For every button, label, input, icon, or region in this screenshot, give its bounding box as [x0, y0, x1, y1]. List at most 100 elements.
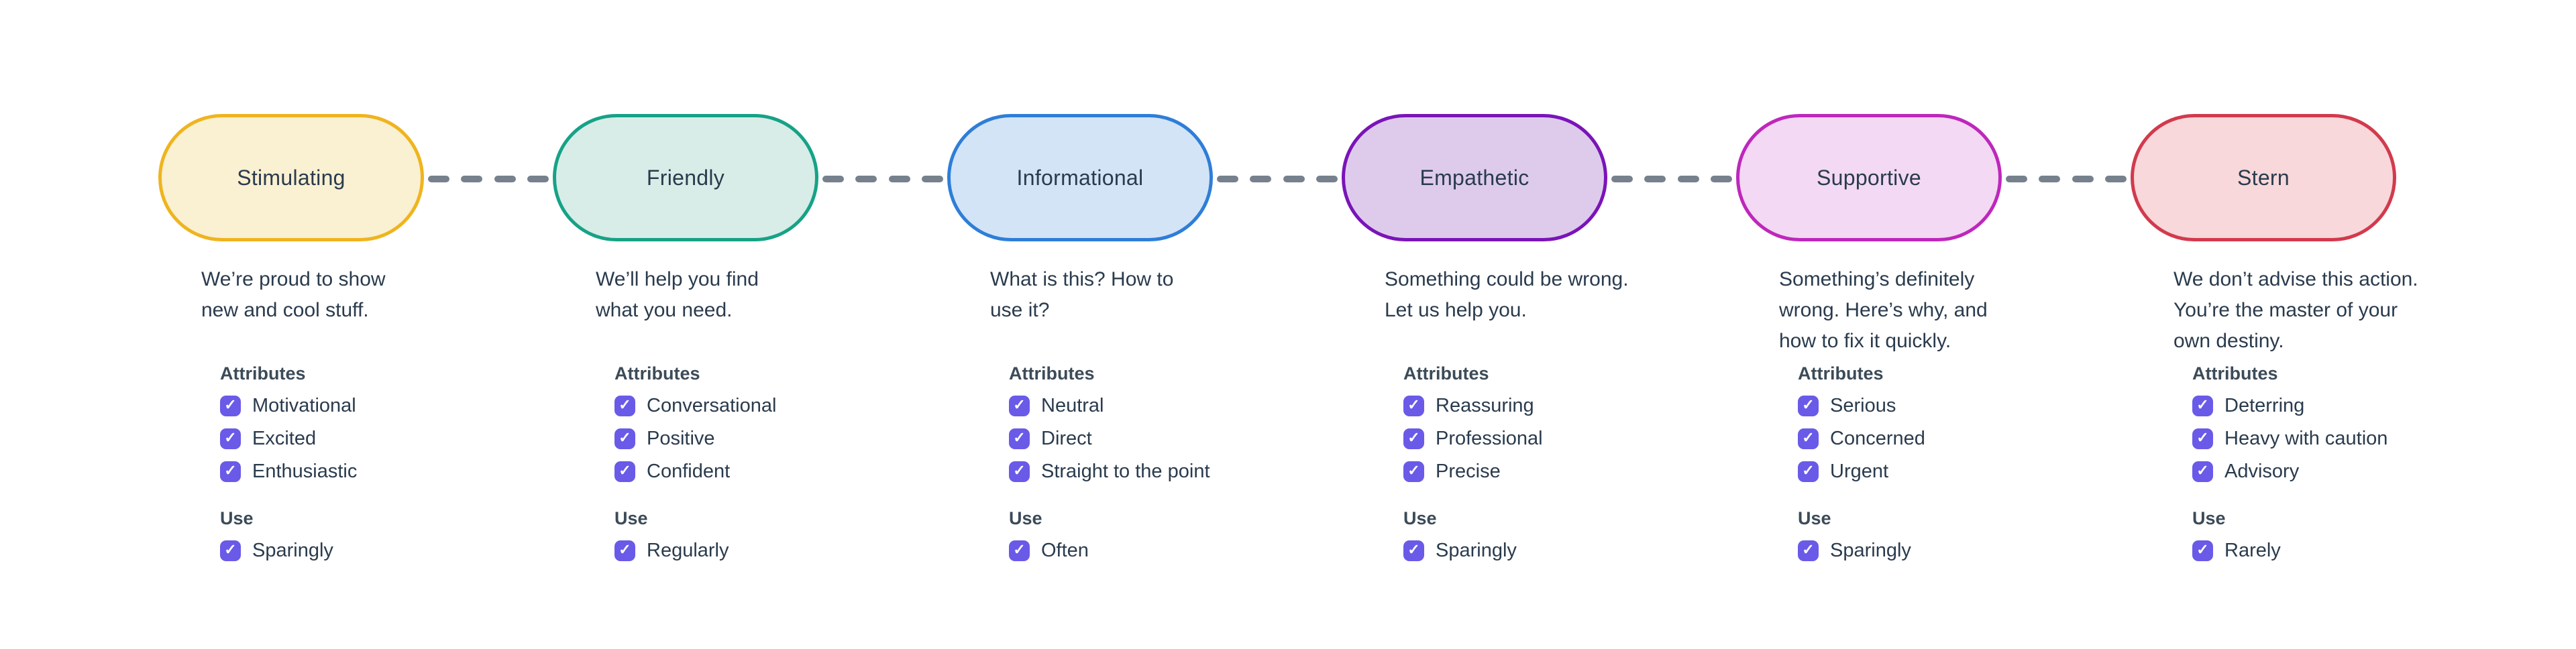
- connector-dashed-line: [1611, 176, 1732, 182]
- attribute-row: ✓ Direct: [1009, 427, 1277, 450]
- attribute-label: Serious: [1830, 394, 1896, 416]
- attribute-label: Urgent: [1830, 460, 1889, 482]
- checkbox-checked[interactable]: ✓: [220, 395, 241, 416]
- checkmark-icon: ✓: [224, 541, 237, 558]
- checkbox-checked[interactable]: ✓: [614, 540, 635, 561]
- connector-dashed-line: [1217, 176, 1338, 182]
- checkmark-icon: ✓: [1802, 541, 1815, 558]
- use-label: Sparingly: [252, 539, 333, 561]
- checkbox-checked[interactable]: ✓: [220, 540, 241, 561]
- attribute-row: ✓ Neutral: [1009, 394, 1277, 417]
- tone-node-empathetic[interactable]: Empathetic: [1342, 114, 1607, 241]
- attribute-row: ✓ Professional: [1403, 427, 1672, 450]
- use-label: Regularly: [647, 539, 729, 561]
- checkbox-checked[interactable]: ✓: [1798, 395, 1819, 416]
- checkbox-checked[interactable]: ✓: [2192, 428, 2213, 449]
- tone-description: We’ll help you find what you need.: [596, 268, 759, 321]
- tone-description: Something’s definitely wrong. Here’s why…: [1779, 268, 1988, 352]
- tone-column-informational: Informational What is this? How to use i…: [883, 0, 1277, 649]
- use-heading: Use: [2192, 508, 2226, 528]
- dash: [2104, 176, 2127, 182]
- checkmark-icon: ✓: [1013, 429, 1026, 446]
- checkbox-checked[interactable]: ✓: [1403, 540, 1424, 561]
- attributes-heading: Attributes: [1403, 363, 1489, 384]
- attributes-heading: Attributes: [1798, 363, 1884, 384]
- checkmark-icon: ✓: [2196, 396, 2209, 413]
- tone-description: We’re proud to show new and cool stuff.: [201, 268, 386, 321]
- attribute-row: ✓ Deterring: [2192, 394, 2461, 417]
- attribute-label: Professional: [1436, 427, 1543, 449]
- attribute-row: ✓ Heavy with caution: [2192, 427, 2461, 450]
- attribute-row: ✓ Positive: [614, 427, 883, 450]
- checkbox-checked[interactable]: ✓: [220, 461, 241, 482]
- checkbox-checked[interactable]: ✓: [1009, 461, 1030, 482]
- tone-node-label: Supportive: [1817, 165, 1921, 190]
- tone-node-label: Friendly: [646, 165, 725, 190]
- dash: [1677, 176, 1699, 182]
- dash: [1250, 176, 1272, 182]
- attributes-heading: Attributes: [1009, 363, 1095, 384]
- connector-dashed-line: [822, 176, 943, 182]
- tone-column-stern: Stern We don’t advise this action. You’r…: [2066, 0, 2461, 649]
- attribute-row: ✓ Straight to the point: [1009, 460, 1277, 483]
- checkbox-checked[interactable]: ✓: [2192, 461, 2213, 482]
- dash: [1710, 176, 1732, 182]
- checkbox-checked[interactable]: ✓: [1403, 461, 1424, 482]
- use-heading: Use: [1009, 508, 1042, 528]
- use-heading: Use: [614, 508, 648, 528]
- use-row: ✓ Regularly: [614, 539, 883, 562]
- attribute-row: ✓ Advisory: [2192, 460, 2461, 483]
- checkmark-icon: ✓: [1407, 396, 1420, 413]
- attributes-heading: Attributes: [220, 363, 306, 384]
- checkbox-checked[interactable]: ✓: [2192, 395, 2213, 416]
- checkbox-checked[interactable]: ✓: [1798, 428, 1819, 449]
- tone-node-informational[interactable]: Informational: [947, 114, 1213, 241]
- attribute-row: ✓ Concerned: [1798, 427, 2066, 450]
- use-label: Sparingly: [1436, 539, 1517, 561]
- dash: [2072, 176, 2094, 182]
- use-heading: Use: [1403, 508, 1437, 528]
- dash: [527, 176, 549, 182]
- checkbox-checked[interactable]: ✓: [1798, 540, 1819, 561]
- checkbox-checked[interactable]: ✓: [614, 461, 635, 482]
- use-row: ✓ Sparingly: [1403, 539, 1672, 562]
- checkbox-checked[interactable]: ✓: [1798, 461, 1819, 482]
- tone-node-stern[interactable]: Stern: [2131, 114, 2396, 241]
- tone-details: Attributes ✓ Conversational ✓ Positive ✓…: [614, 363, 883, 562]
- attribute-label: Precise: [1436, 460, 1501, 482]
- tone-node-label: Stern: [2237, 165, 2290, 190]
- checkbox-checked[interactable]: ✓: [614, 395, 635, 416]
- attribute-label: Excited: [252, 427, 317, 449]
- checkmark-icon: ✓: [224, 462, 237, 479]
- attribute-label: Heavy with caution: [2224, 427, 2388, 449]
- checkbox-checked[interactable]: ✓: [1009, 395, 1030, 416]
- tone-node-friendly[interactable]: Friendly: [553, 114, 818, 241]
- use-label: Often: [1041, 539, 1089, 561]
- tone-column-stimulating: Stimulating We’re proud to show new and …: [94, 0, 488, 649]
- tone-details: Attributes ✓ Deterring ✓ Heavy with caut…: [2192, 363, 2461, 562]
- attribute-label: Straight to the point: [1041, 460, 1210, 482]
- tone-node-stimulating[interactable]: Stimulating: [158, 114, 424, 241]
- checkmark-icon: ✓: [1013, 462, 1026, 479]
- tone-column-friendly: Friendly We’ll help you find what you ne…: [488, 0, 883, 649]
- tone-node-label: Stimulating: [237, 165, 345, 190]
- attribute-label: Positive: [647, 427, 715, 449]
- checkbox-checked[interactable]: ✓: [220, 428, 241, 449]
- attribute-row: ✓ Confident: [614, 460, 883, 483]
- attribute-row: ✓ Urgent: [1798, 460, 2066, 483]
- checkbox-checked[interactable]: ✓: [614, 428, 635, 449]
- checkbox-checked[interactable]: ✓: [2192, 540, 2213, 561]
- checkbox-checked[interactable]: ✓: [1009, 540, 1030, 561]
- attribute-row: ✓ Excited: [220, 427, 488, 450]
- checkmark-icon: ✓: [224, 396, 237, 413]
- checkmark-icon: ✓: [1407, 429, 1420, 446]
- tone-node-supportive[interactable]: Supportive: [1736, 114, 2002, 241]
- attribute-label: Reassuring: [1436, 394, 1534, 416]
- checkbox-checked[interactable]: ✓: [1009, 428, 1030, 449]
- checkbox-checked[interactable]: ✓: [1403, 395, 1424, 416]
- tone-details: Attributes ✓ Serious ✓ Concerned ✓ Urgen…: [1798, 363, 2066, 562]
- checkbox-checked[interactable]: ✓: [1403, 428, 1424, 449]
- dash: [1644, 176, 1666, 182]
- attribute-label: Advisory: [2224, 460, 2300, 482]
